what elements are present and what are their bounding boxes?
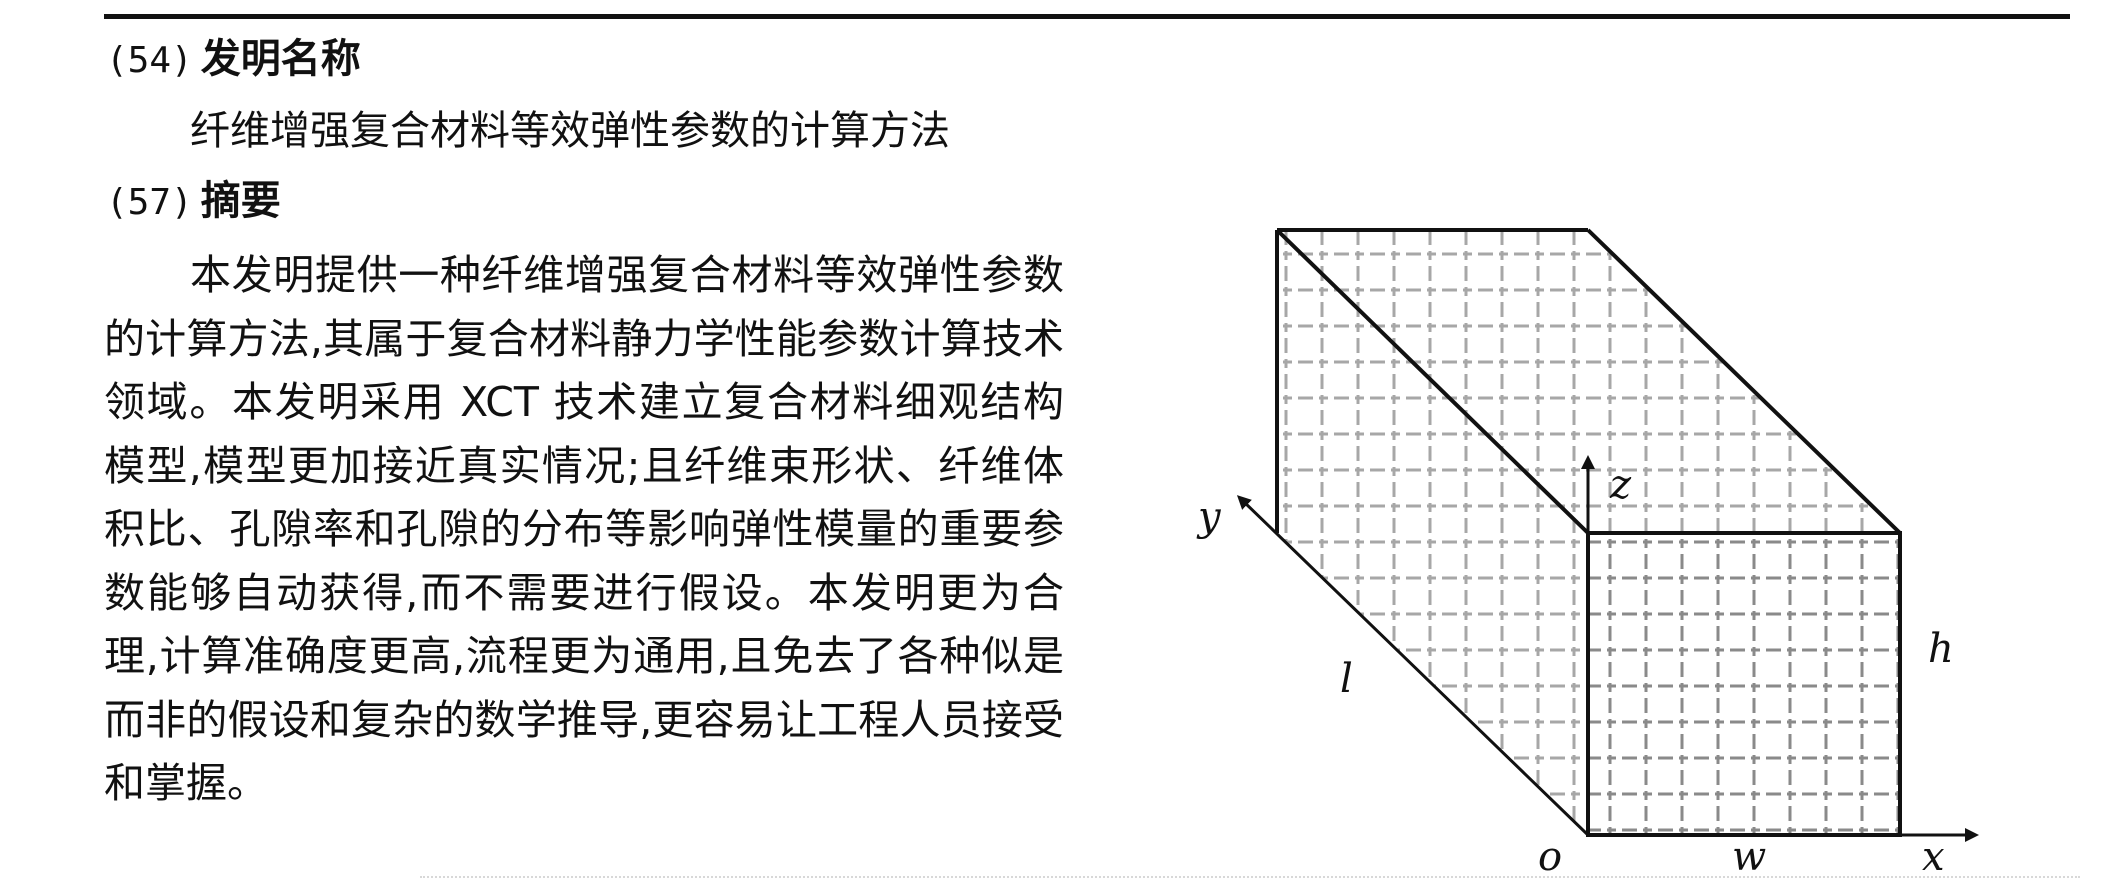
section-54-label: 发明名称 (200, 36, 361, 82)
section-57-heading: (57)摘要 (106, 176, 281, 228)
bottom-dotted-rule (420, 876, 2080, 878)
y-axis-label: y (1196, 494, 1222, 540)
section-57-label: 摘要 (200, 178, 281, 224)
z-axis-label: z (1609, 462, 1632, 508)
section-57-number: (57) (106, 182, 193, 223)
section-54-number: (54) (106, 40, 193, 81)
invention-title: 纤维增强复合材料等效弹性参数的计算方法 (190, 108, 950, 154)
top-face (1277, 230, 1900, 533)
front-face (1588, 533, 1900, 835)
top-rule (104, 14, 2070, 19)
y-axis-arrow (1236, 495, 1590, 837)
unit-cell-diagram: y z x o w h l (1196, 228, 1979, 880)
width-label: w (1732, 834, 1766, 880)
section-54-heading: (54)发明名称 (106, 34, 361, 86)
abstract-text: 本发明提供一种纤维增强复合材料等效弹性参数的计算方法,其属于复合材料静力学性能参… (104, 251, 1064, 807)
left-face (1277, 230, 1588, 835)
x-axis-label: x (1922, 834, 1945, 880)
unit-cell-figure: y z x o w h l (1160, 200, 2020, 890)
height-label: h (1928, 626, 1954, 672)
box-edges (1275, 228, 1902, 837)
length-label: l (1340, 656, 1353, 702)
origin-label: o (1538, 834, 1562, 880)
